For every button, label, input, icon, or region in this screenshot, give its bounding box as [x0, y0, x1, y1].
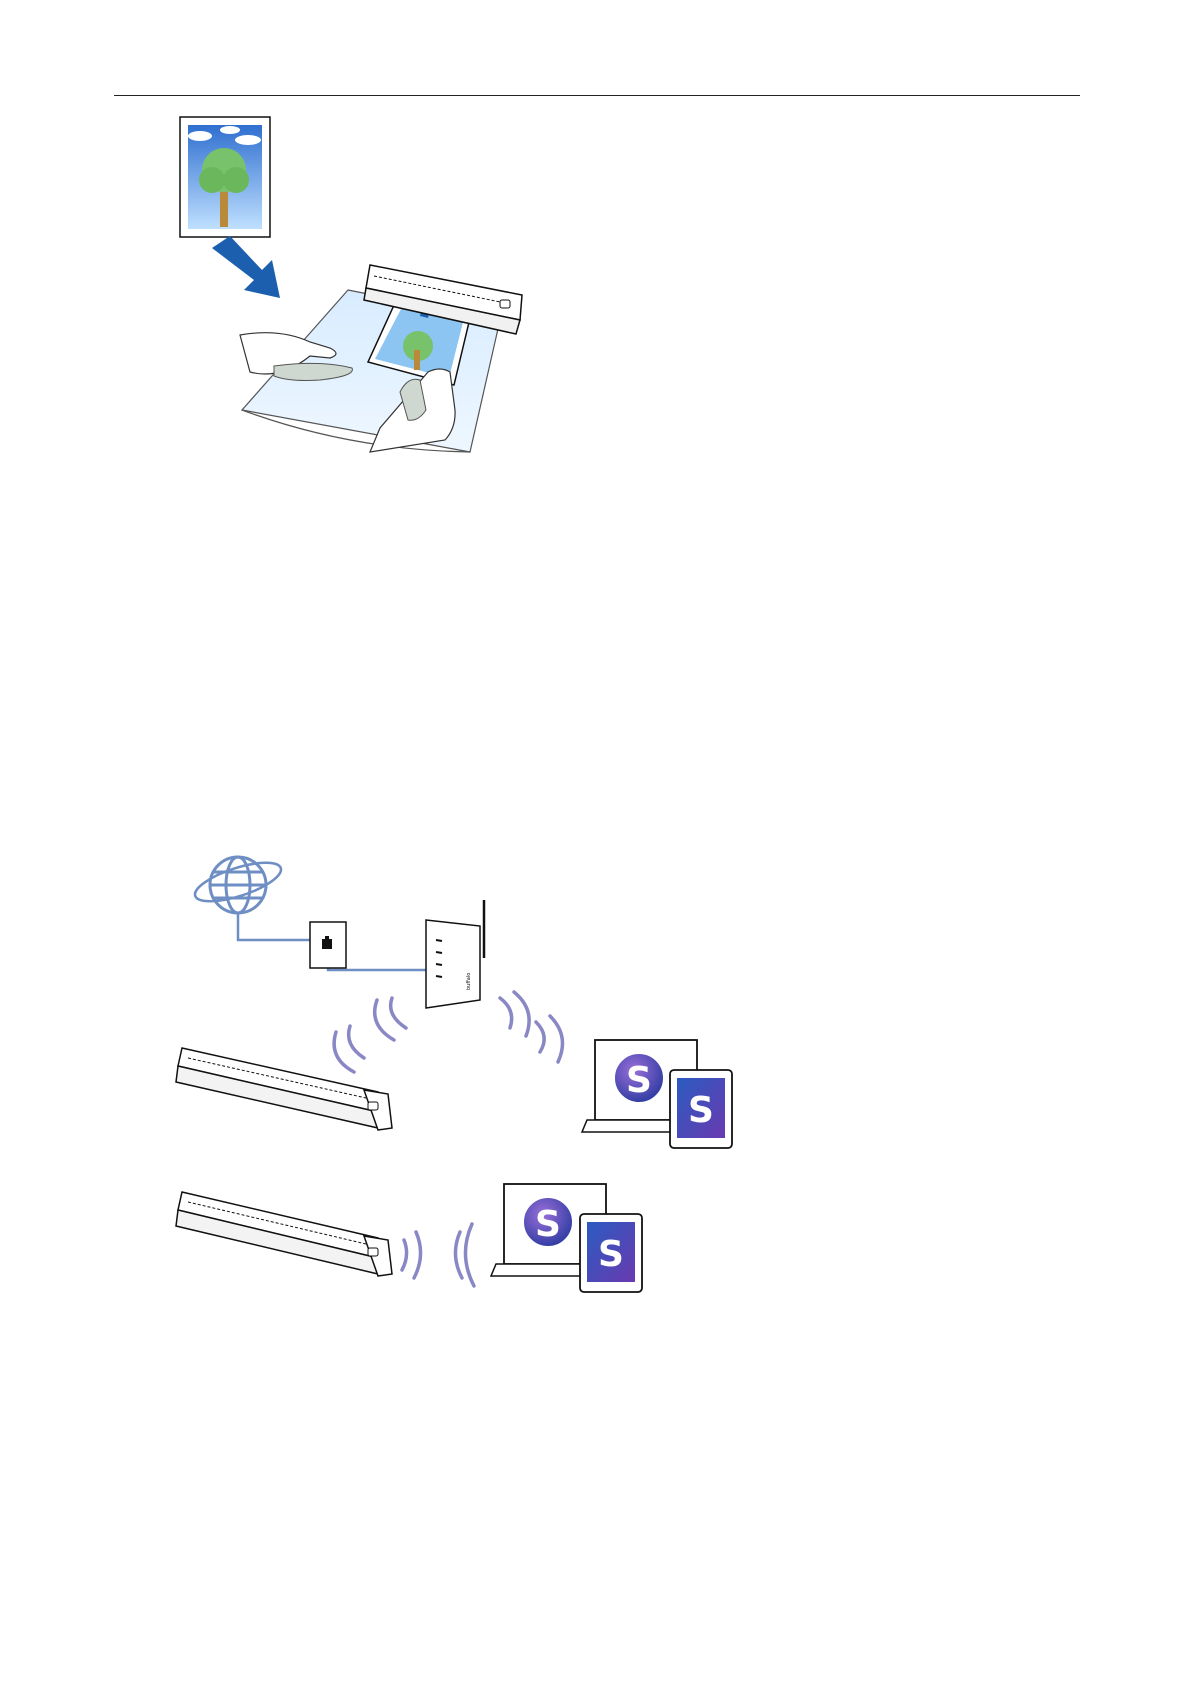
app-logo-letter: S [688, 1090, 714, 1131]
lan-wall-jack-icon [310, 922, 346, 968]
app-logo-letter: S [535, 1204, 561, 1245]
access-point-illustration: buffalo S S [170, 840, 750, 1150]
wifi-waves [402, 1224, 474, 1286]
tablet-scansnap-icon: S [670, 1070, 732, 1148]
app-logo-letter: S [626, 1060, 652, 1101]
carrier-sheet-illustration [170, 110, 550, 480]
internet-globe-icon [191, 855, 285, 913]
photo-document-icon [180, 117, 270, 237]
insert-arrow-icon [212, 236, 280, 298]
tablet-scansnap-icon: S [580, 1214, 642, 1292]
app-logo-letter: S [598, 1234, 624, 1275]
header-rule [114, 95, 1080, 96]
router-logo-text: buffalo [466, 973, 472, 990]
portable-scanner-icon [176, 1048, 392, 1130]
direct-connection-illustration: S S [170, 1180, 670, 1335]
portable-scanner-icon [176, 1192, 392, 1276]
wireless-router-icon: buffalo [426, 900, 484, 1008]
